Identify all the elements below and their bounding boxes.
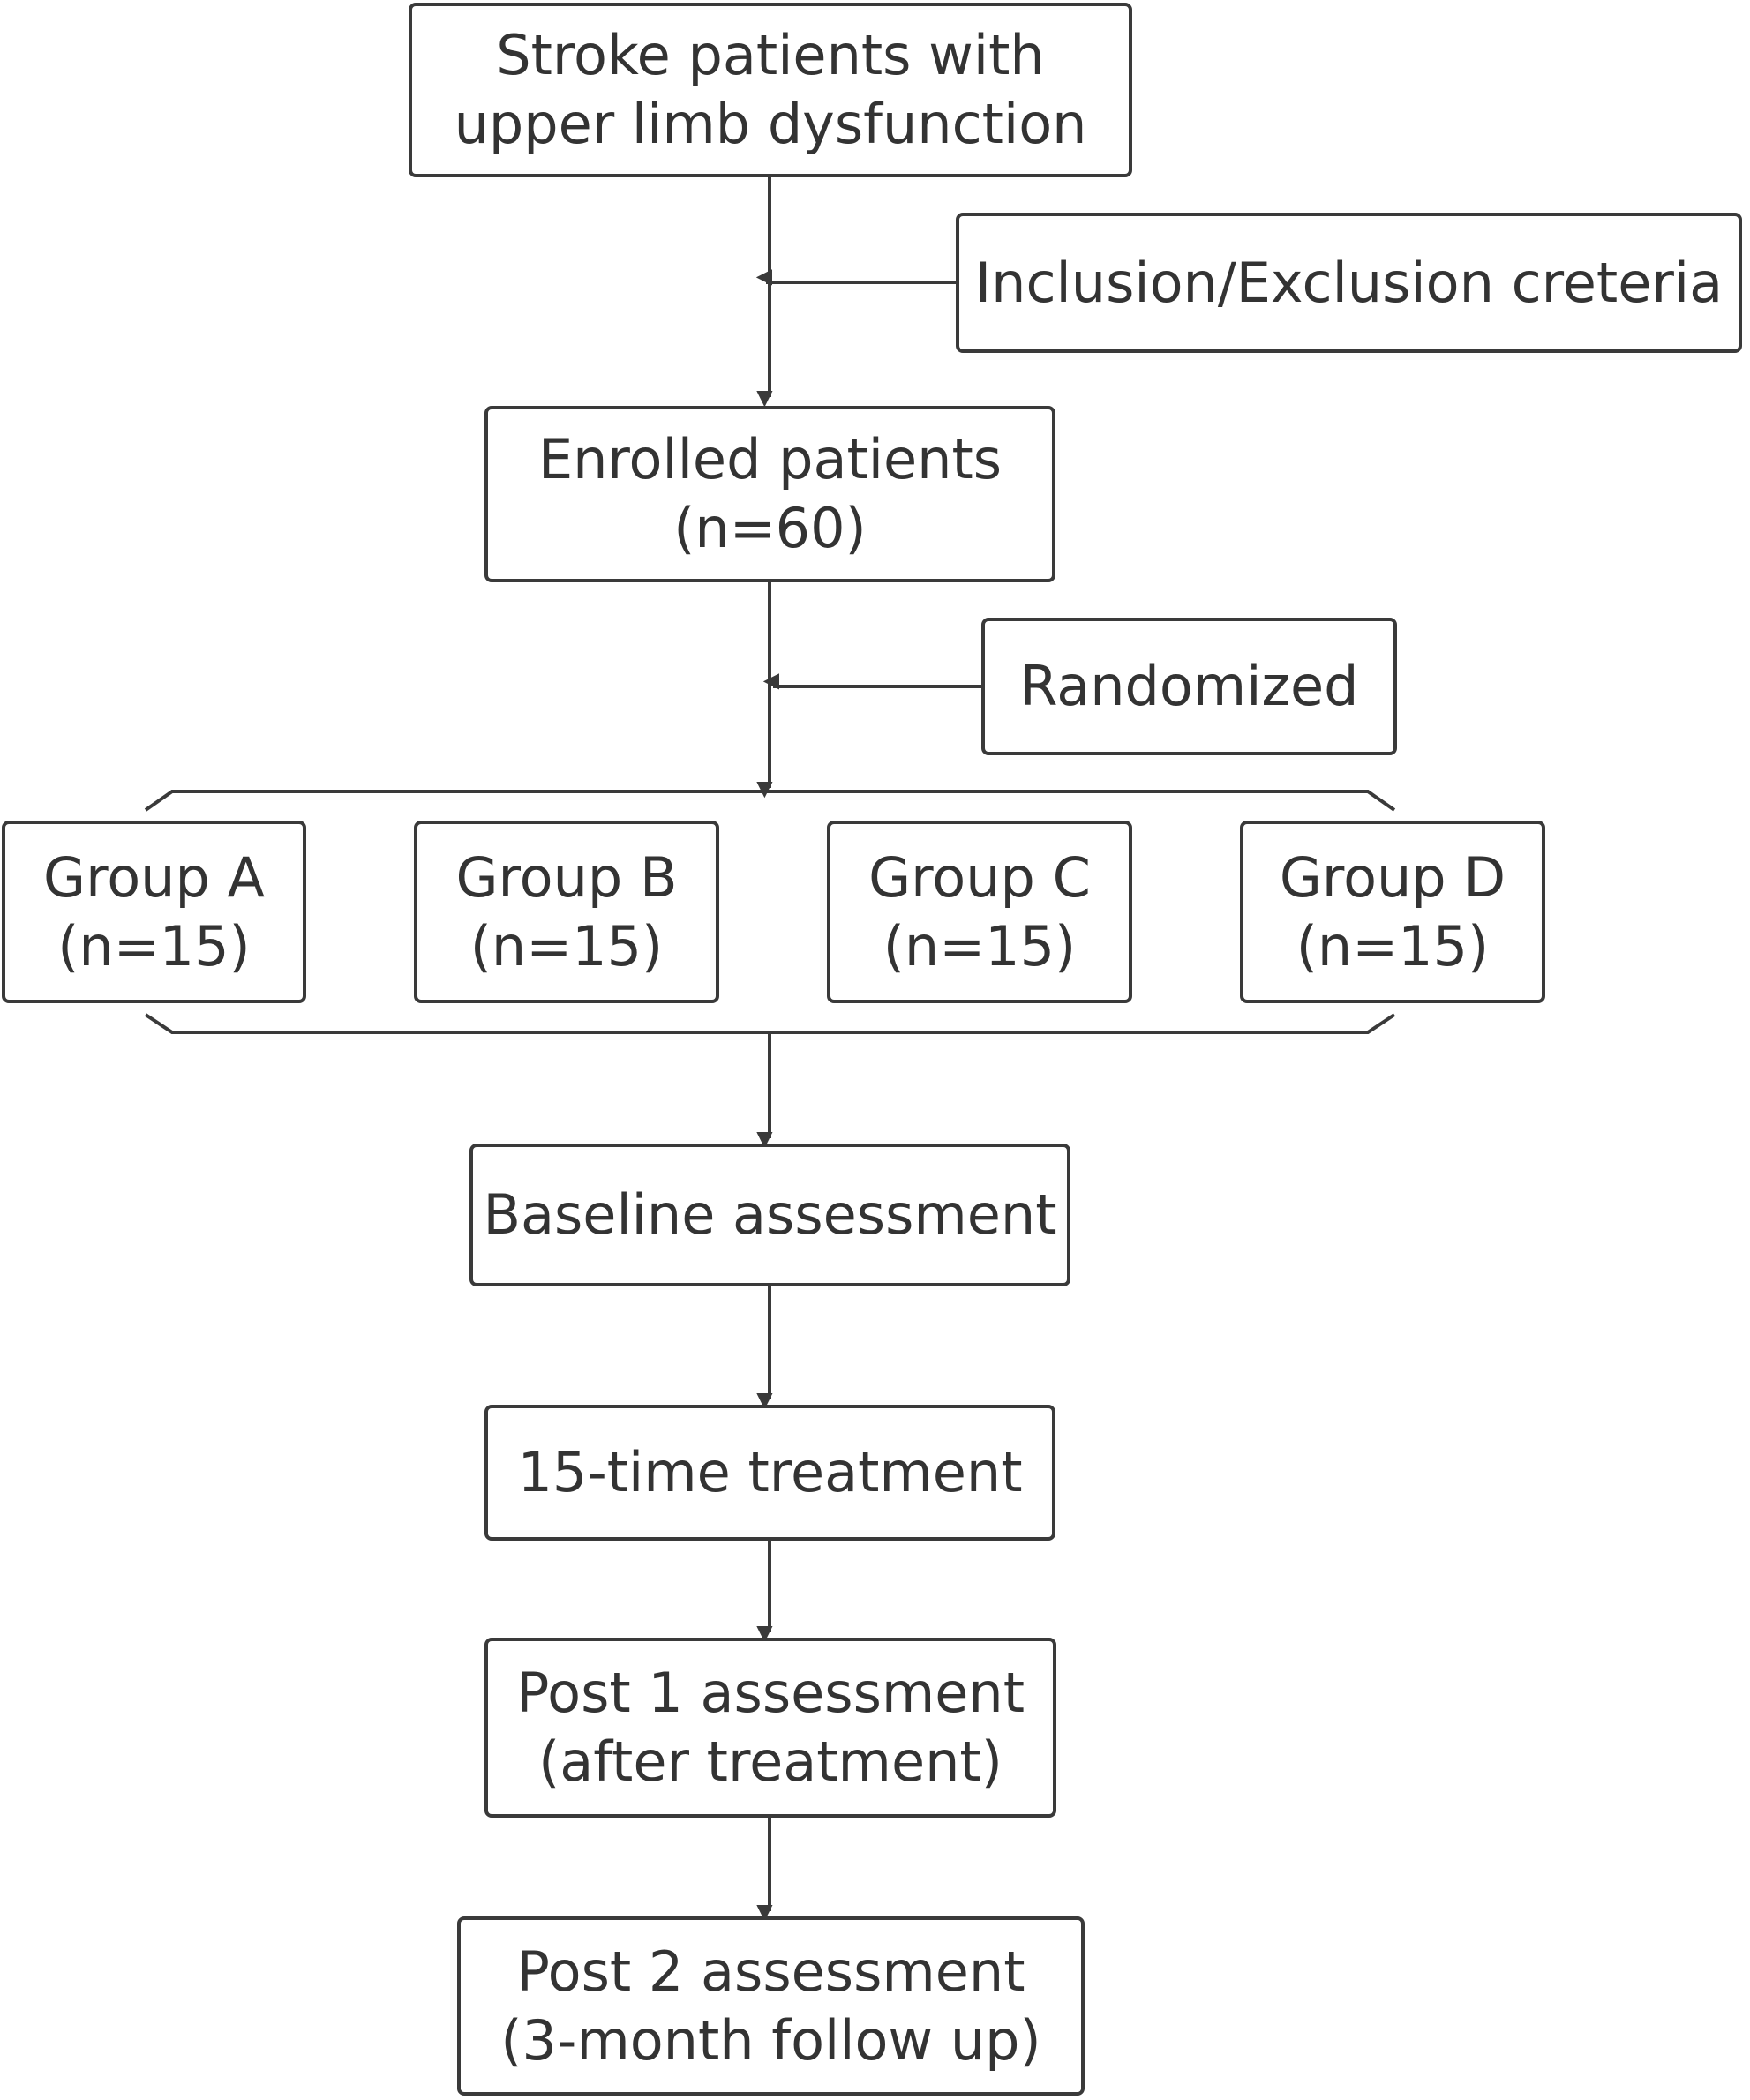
node-group-a-line2: (n=15) [57,913,251,979]
node-criteria: Inclusion/Exclusion creteria [956,213,1742,353]
node-post1-line2: (after treatment) [538,1729,1003,1794]
node-treatment: 15-time treatment [484,1405,1055,1541]
node-baseline: Baseline assessment [469,1144,1070,1286]
node-group-a-line1: Group A [43,844,265,910]
node-post2: Post 2 assessment (3-month follow up) [457,1916,1085,2096]
node-group-c-line2: (n=15) [883,913,1077,979]
node-group-b-line1: Group B [455,844,678,910]
node-group-d-line2: (n=15) [1296,913,1490,979]
node-post1-line1: Post 1 assessment [515,1661,1025,1725]
node-randomized: Randomized [981,618,1397,755]
node-group-a: Group A (n=15) [2,821,306,1003]
node-criteria-line1: Inclusion/Exclusion creteria [974,250,1724,315]
node-baseline-line1: Baseline assessment [483,1182,1057,1247]
node-enrolled: Enrolled patients (n=60) [484,406,1055,582]
node-group-d: Group D (n=15) [1240,821,1545,1003]
node-randomized-line1: Randomized [1019,654,1359,718]
node-group-c: Group C (n=15) [827,821,1132,1003]
node-group-b: Group B (n=15) [414,821,719,1003]
node-stroke-patients: Stroke patients with upper limb dysfunct… [409,3,1132,177]
node-group-b-line2: (n=15) [469,913,664,979]
node-stroke-patients-line2: upper limb dysfunction [454,92,1087,156]
node-group-d-line1: Group D [1279,844,1506,910]
node-post2-line2: (3-month follow up) [500,2007,1041,2073]
node-enrolled-line2: (n=60) [673,496,867,560]
node-post2-line1: Post 2 assessment [516,1939,1025,2004]
node-group-c-line1: Group C [868,844,1091,910]
node-treatment-line1: 15-time treatment [517,1440,1023,1504]
group-bracket [144,790,1396,1034]
node-post1: Post 1 assessment (after treatment) [484,1638,1056,1818]
node-enrolled-line1: Enrolled patients [537,427,1003,491]
node-stroke-patients-line1: Stroke patients with [496,23,1045,87]
